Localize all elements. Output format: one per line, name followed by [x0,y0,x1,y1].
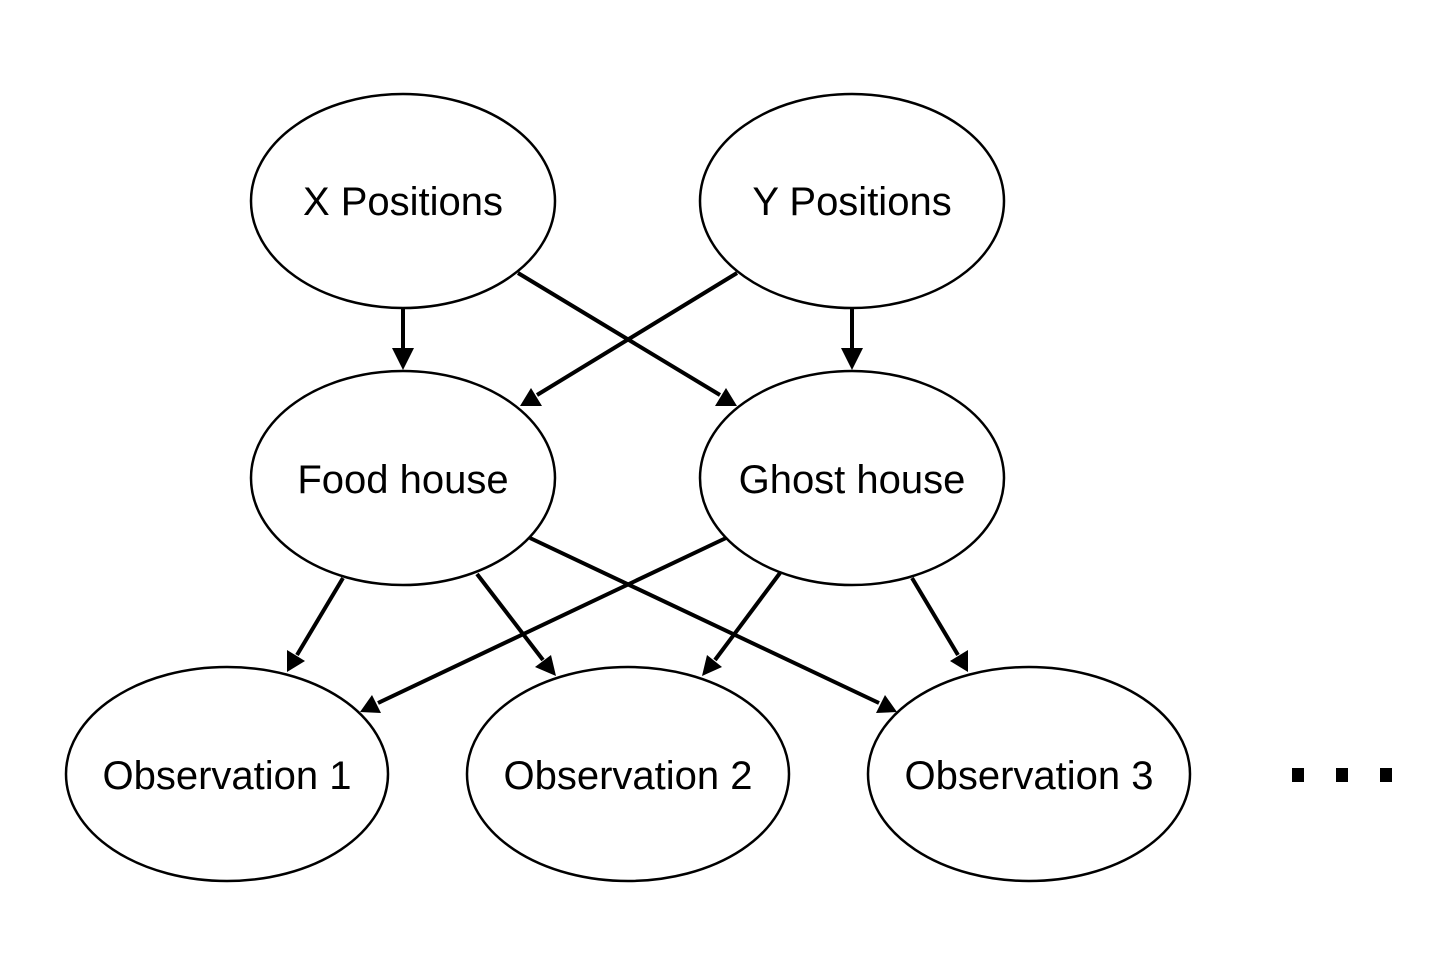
node-y-positions: Y Positions [698,92,1006,310]
node-label-y-positions: Y Positions [752,180,951,224]
ellipsis-continuation [1292,768,1392,782]
edge-y-positions-to-ghost-house [841,308,863,370]
node-observation-1: Observation 1 [64,665,390,883]
edge-y-positions-to-food-house [520,271,739,406]
node-food-house: Food house [249,369,557,587]
ellipsis-dot-3 [1380,768,1392,782]
edge-x-positions-to-food-house [392,308,414,370]
edge-food-house-to-observation-2 [475,572,556,676]
nodes-layer: X Positions Y Positions Food house Ghost… [64,92,1192,883]
edge-food-house-to-observation-3 [529,536,897,713]
edges-layer [287,271,968,713]
node-label-x-positions: X Positions [303,180,503,224]
edge-food-house-to-observation-1 [287,576,345,672]
node-x-positions: X Positions [249,92,557,310]
node-observation-3: Observation 3 [866,665,1192,883]
node-label-ghost-house: Ghost house [739,458,966,502]
node-label-observation-2: Observation 2 [503,754,752,798]
node-label-observation-3: Observation 3 [904,754,1153,798]
edge-x-positions-to-ghost-house [516,271,737,406]
edge-ghost-house-to-observation-3 [910,576,968,672]
ellipsis-dot-1 [1292,768,1304,782]
node-ghost-house: Ghost house [698,369,1006,587]
node-label-observation-1: Observation 1 [102,754,351,798]
edge-ghost-house-to-observation-2 [702,571,782,676]
node-label-food-house: Food house [297,458,508,502]
ellipsis-dot-2 [1336,768,1348,782]
node-observation-2: Observation 2 [465,665,791,883]
edge-ghost-house-to-observation-1 [360,536,727,713]
